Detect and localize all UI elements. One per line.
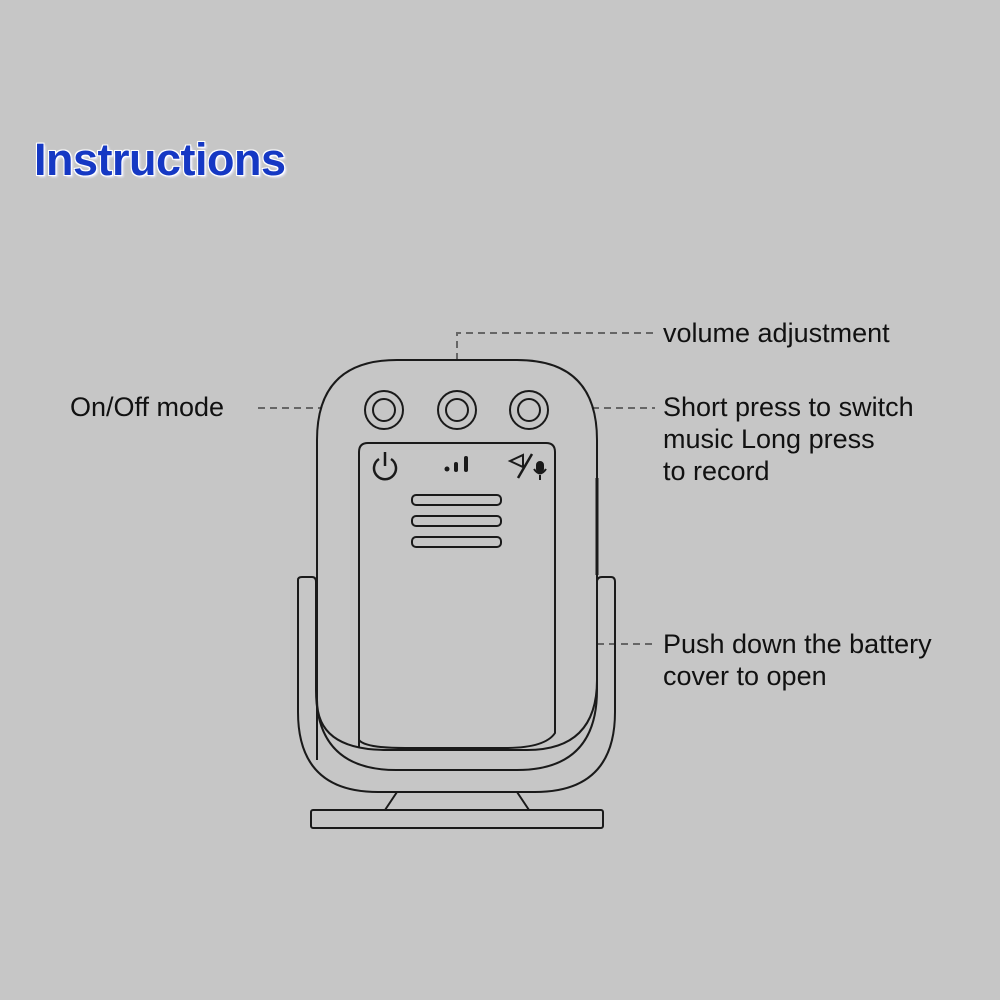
page-title: Instructions xyxy=(34,134,286,185)
volume-button xyxy=(437,390,477,430)
power-button xyxy=(364,390,404,430)
battery-label-line1: Push down the battery xyxy=(663,629,932,659)
battery-label-line2: cover to open xyxy=(663,661,827,691)
volume-bars-icon xyxy=(444,456,468,472)
music-button xyxy=(509,390,549,430)
volume-adjustment-label: volume adjustment xyxy=(663,318,890,348)
power-icon xyxy=(372,452,398,481)
speaker-mic-icon xyxy=(507,453,547,480)
stand-neck xyxy=(384,791,530,811)
music-label-line2: music Long press xyxy=(663,424,875,454)
music-label-line3: to record xyxy=(663,456,770,486)
battery-cover xyxy=(358,442,556,749)
device-body xyxy=(316,359,598,760)
stand-base xyxy=(310,809,604,829)
speaker-grille xyxy=(411,494,502,548)
on-off-mode-label: On/Off mode xyxy=(70,392,225,422)
music-label-line1: Short press to switch xyxy=(663,392,914,422)
